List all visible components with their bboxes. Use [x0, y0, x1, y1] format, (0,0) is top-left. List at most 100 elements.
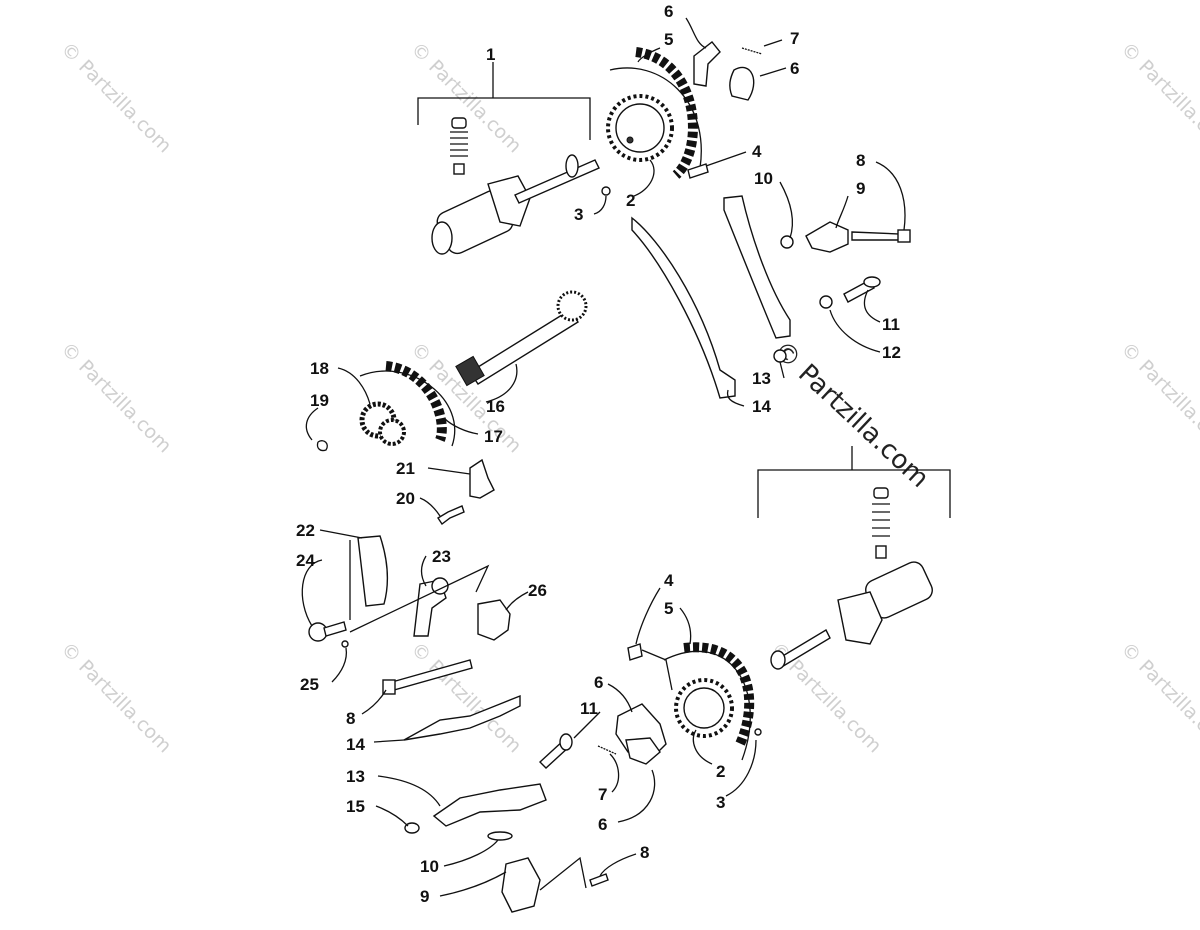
o-ring-10	[780, 235, 794, 249]
callout-12: 12	[882, 343, 901, 362]
leader-2a	[633, 159, 655, 197]
leader-22	[319, 529, 363, 539]
callout-2-lower: 2	[716, 762, 725, 781]
watermark-text: © Partzilla.com	[1116, 638, 1200, 757]
callout-8-lower: 8	[640, 843, 649, 862]
watermark-text: © Partzilla.com	[406, 638, 525, 757]
callout-11-lower: 11	[580, 699, 598, 718]
leader-14b	[373, 739, 405, 743]
chain-guide-14-lower	[403, 694, 521, 741]
bolt-8-head	[897, 229, 911, 243]
screw-20	[437, 505, 465, 526]
plate-21	[469, 458, 495, 499]
chain-17-outline	[359, 370, 456, 447]
o-ring-3	[601, 186, 611, 196]
valve-tip-lower	[875, 545, 887, 559]
callout-19: 19	[310, 391, 329, 410]
valve-tip	[453, 163, 465, 175]
shaft-collar	[565, 154, 579, 178]
chain-5-outline	[609, 67, 702, 169]
callout-10-upper: 10	[754, 169, 773, 188]
leader-5b	[679, 607, 692, 645]
spring-7-lower	[597, 745, 617, 755]
callout-6-lower-a: 6	[594, 673, 603, 692]
chain-guide-14	[631, 216, 736, 399]
bolt-8	[851, 231, 901, 241]
decomp-weight-6-lower	[625, 737, 661, 765]
leader-20	[419, 497, 441, 517]
bolt-4-lower	[627, 643, 643, 661]
gear-18b	[378, 418, 406, 446]
decomp-lever-6	[693, 41, 721, 87]
tensioner-guide-13	[723, 195, 791, 339]
callout-2-upper: 2	[626, 191, 635, 210]
sprocket-hub-lower	[683, 687, 725, 729]
leader-3b	[725, 739, 757, 797]
leader-18	[337, 367, 371, 405]
camshaft-end	[431, 221, 453, 255]
ring-25	[341, 640, 349, 648]
callout-13-upper: 13	[752, 369, 771, 388]
callout-14-upper: 14	[752, 397, 771, 416]
callout-26: 26	[528, 581, 547, 600]
callout-4-upper: 4	[752, 142, 762, 161]
callout-23: 23	[432, 547, 451, 566]
spring-7	[741, 47, 763, 55]
ring-3-lower	[754, 728, 762, 736]
callout-labels: 1 2 2 3 3 4 4 5 5 6 6 6 6 7 7 8 8 8 9 9 …	[296, 2, 901, 906]
callout-17: 17	[484, 427, 503, 446]
callout-25: 25	[300, 675, 319, 694]
shaft-gear	[556, 290, 588, 322]
circlip-19	[316, 440, 328, 452]
cam-bracket	[487, 175, 531, 227]
bolt-4	[687, 163, 709, 179]
leader-3a	[593, 195, 607, 215]
callout-6-upper-a: 6	[664, 2, 673, 21]
sprocket-hub	[615, 103, 665, 153]
sprocket-bolt-hole	[626, 136, 634, 144]
valve-spring-lower	[872, 503, 890, 537]
tensioner-9	[805, 221, 849, 253]
leader-2b	[692, 729, 713, 765]
decomp-weight-6	[729, 66, 755, 101]
guide-22	[357, 535, 389, 607]
lower-camshaft-assembly	[538, 446, 951, 769]
assembly-line-24	[349, 564, 490, 633]
callout-1: 1	[486, 45, 495, 64]
leader-4a	[705, 151, 747, 167]
upper-chain-guides	[631, 195, 911, 399]
callout-20: 20	[396, 489, 415, 508]
callout-7-upper: 7	[790, 29, 799, 48]
leader-8c	[599, 853, 637, 877]
leader-15	[375, 805, 409, 827]
bracket-1	[417, 97, 591, 140]
bolt-8-bottom	[589, 873, 609, 887]
callout-9-lower: 9	[420, 887, 429, 906]
leader-6b	[759, 67, 787, 77]
shaft-spline	[455, 355, 485, 387]
leader-13a	[779, 361, 785, 379]
callout-7-lower: 7	[598, 785, 607, 804]
valve-cap	[451, 117, 467, 129]
callout-6-upper-b: 6	[790, 59, 799, 78]
callout-18: 18	[310, 359, 329, 378]
leader-25	[331, 647, 348, 683]
shaft-16	[469, 309, 579, 385]
balance-shaft-assembly	[316, 290, 588, 452]
shaft-collar-lower	[770, 650, 786, 670]
leader-10a	[779, 181, 794, 239]
valve-cap-lower	[873, 487, 889, 499]
leader-24	[301, 559, 323, 627]
callout-5-lower: 5	[664, 599, 673, 618]
leader-10b	[443, 839, 499, 867]
watermark-text: © Partzilla.com	[1116, 38, 1200, 157]
assembly-line-9	[539, 856, 587, 891]
tensioner-9-lower	[501, 857, 541, 913]
chain-5-lower	[683, 642, 755, 747]
leader-6d	[617, 769, 656, 823]
leader-11b	[573, 711, 601, 739]
pivot-ring	[773, 349, 787, 363]
callout-4-lower: 4	[664, 571, 674, 590]
